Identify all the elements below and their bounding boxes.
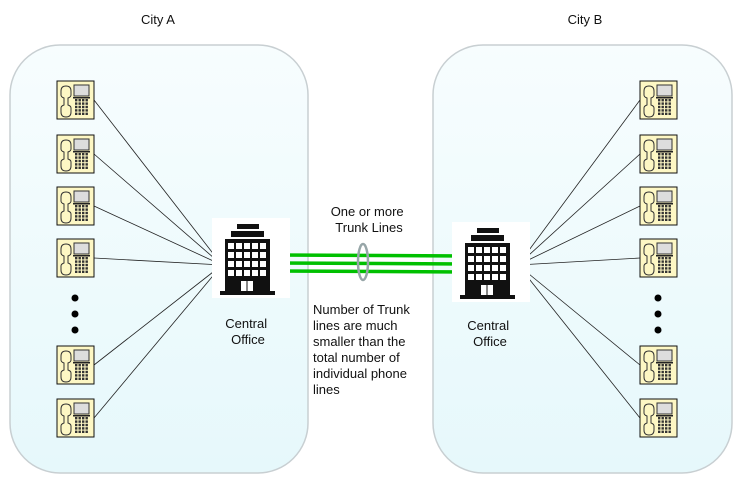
ellipsis-dot bbox=[654, 326, 662, 334]
phone-line bbox=[93, 205, 223, 266]
phone-line bbox=[517, 99, 641, 266]
phone-line bbox=[517, 264, 641, 366]
phone-line bbox=[517, 257, 641, 266]
ellipsis-dot bbox=[654, 294, 662, 302]
phone-line bbox=[517, 264, 641, 419]
telephone-icon bbox=[56, 80, 95, 120]
trunk-line bbox=[275, 253, 467, 258]
telephone-icon bbox=[639, 398, 678, 438]
ellipsis-dot bbox=[71, 294, 79, 302]
telephone-icon bbox=[639, 345, 678, 385]
phone-lines bbox=[93, 99, 641, 419]
telephone-icon bbox=[56, 345, 95, 385]
telephone-icon bbox=[56, 186, 95, 226]
phone-line bbox=[93, 153, 223, 266]
phone-line bbox=[517, 205, 641, 266]
ellipsis-dot bbox=[71, 310, 79, 318]
telephone-icon bbox=[56, 134, 95, 174]
office-a-label: Central Office bbox=[225, 316, 271, 347]
telephone-icon bbox=[639, 134, 678, 174]
trunk-label: One or more Trunk Lines bbox=[331, 204, 408, 235]
phone-line bbox=[93, 257, 223, 266]
phones bbox=[56, 80, 678, 438]
telephone-icon bbox=[56, 398, 95, 438]
telephone-icon bbox=[639, 186, 678, 226]
phone-line bbox=[93, 264, 223, 419]
telephone-icon bbox=[56, 238, 95, 278]
telephone-icon bbox=[639, 80, 678, 120]
city-b-label: City B bbox=[568, 12, 603, 27]
ellipsis-dot bbox=[71, 326, 79, 334]
ellipsis-dot bbox=[654, 310, 662, 318]
trunk-line bbox=[275, 269, 467, 274]
central-office-a-icon bbox=[212, 218, 290, 298]
trunk-lines bbox=[275, 253, 467, 274]
trunk-bundle-marker bbox=[356, 242, 370, 282]
trunk-line bbox=[275, 261, 467, 266]
phone-line bbox=[517, 153, 641, 266]
trunk-note: Number of Trunk lines are much smaller t… bbox=[313, 302, 413, 397]
office-b-label: Central Office bbox=[467, 318, 513, 349]
central-office-b-icon bbox=[452, 222, 530, 302]
city-a-label: City A bbox=[141, 12, 175, 27]
telephone-icon bbox=[639, 238, 678, 278]
phone-line bbox=[93, 264, 223, 366]
phone-line bbox=[93, 99, 223, 266]
